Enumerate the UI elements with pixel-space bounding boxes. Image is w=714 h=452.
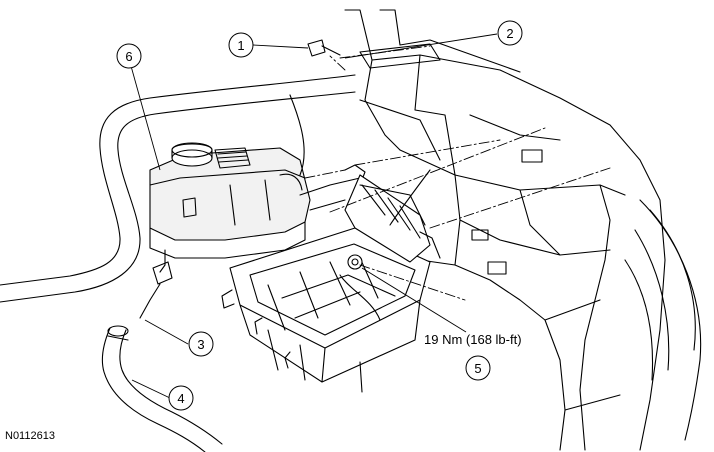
callout-6: 6 (116, 43, 142, 69)
callout-4: 4 (168, 385, 194, 411)
callout-leaders (130, 33, 498, 399)
radiator-support-frame (344, 9, 702, 451)
figure-id: N0112613 (5, 430, 55, 442)
callout-label: 5 (474, 361, 481, 376)
intake-hose (0, 74, 356, 303)
sensor-wire (289, 94, 431, 226)
callouts: 1 2 3 4 5 6 (116, 20, 523, 411)
hose-clip (307, 39, 341, 57)
lower-hose (101, 325, 223, 452)
callout-label: 1 (237, 38, 244, 53)
callout-1: 1 (228, 32, 254, 58)
alignment-lines (304, 45, 611, 301)
callout-3: 3 (188, 331, 214, 357)
callout-2: 2 (497, 20, 523, 46)
callout-label: 6 (125, 49, 132, 64)
upper-bracket (359, 43, 441, 69)
callout-label: 4 (177, 391, 184, 406)
torque-spec: 19 Nm (168 lb-ft) (424, 332, 522, 347)
callout-label: 2 (506, 26, 513, 41)
reservoir-outlet (139, 261, 173, 319)
callout-label: 3 (197, 337, 204, 352)
coolant-reservoir (149, 142, 311, 273)
callout-5: 5 (465, 355, 491, 381)
air-cleaner-housing (221, 174, 441, 393)
